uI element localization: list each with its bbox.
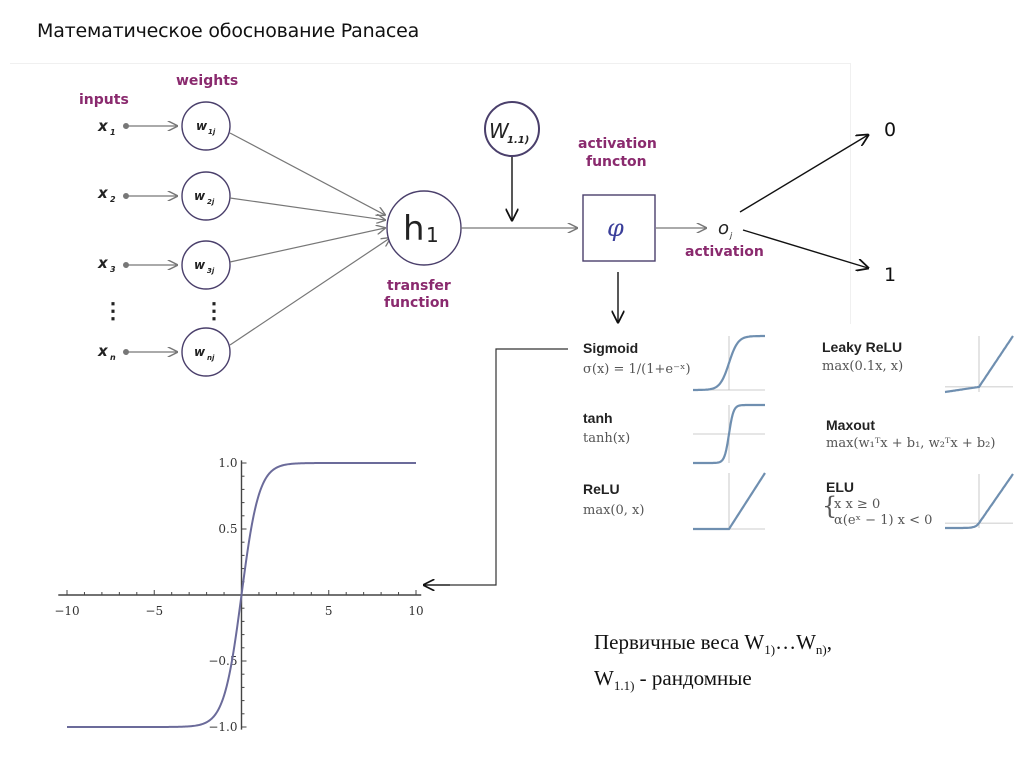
input-sub: 2 [110,195,116,204]
tanh-curve [67,462,416,728]
output-label: o [718,218,729,239]
fn-formula-elu-1: x x ≥ 0 [834,497,880,512]
inputs-label: inputs [79,92,129,108]
bias-sub: 1.1) [507,135,529,146]
input-dot [123,193,129,199]
weight-label: w [194,258,206,272]
input-label: x [97,254,109,272]
hidden-node-sub: 1 [426,223,439,247]
weight-label: w [194,345,206,359]
weight-connections [229,132,390,346]
outcome-1: 1 [884,264,896,286]
phi-symbol: φ [607,214,624,242]
outcome-0: 0 [884,119,896,141]
note-line-2: W1.1) - рандомные [594,666,752,694]
fn-name-tanh: tanh [583,410,613,426]
fn-name-relu: ReLU [583,481,620,497]
input-dot [123,123,129,129]
input-dot [123,349,129,355]
weight-sub: 2j [207,198,215,206]
hidden-node-label: h [403,209,425,249]
fn-formula-sigmoid: σ(x) = 1/(1+e⁻ˣ) [583,362,691,377]
x-tick-label: −10 [54,604,79,618]
input-label: x [97,184,109,202]
input-ellipsis: ⋮ [102,298,124,323]
input-row-n: x n w nj [97,327,231,377]
fn-formula-relu: max(0, x) [583,503,644,518]
bias-label: W [489,119,510,143]
input-row-3: x 3 w 3j [97,240,231,290]
fn-formula-elu-2: α(eˣ − 1) x < 0 [834,513,932,528]
weight-sub: 1j [208,128,216,136]
y-tick-label: −1.0 [208,720,237,734]
mini-plot-curve-sigmoid [693,334,765,392]
input-row-1: x 1 w 1j [97,101,231,151]
weight-sub: nj [207,354,215,362]
weight-node [181,101,231,151]
sigmoid-connector [424,348,568,586]
y-tick-label: −0.5 [208,654,237,668]
weight-node [181,240,231,290]
bias-node [484,101,540,157]
output-activation-label: activation [685,244,764,260]
mini-plots [693,334,1014,531]
fn-name-leaky-relu: Leaky ReLU [822,339,902,355]
weight-sub: 3j [207,267,215,275]
slide-title: Математическое обоснование Panacea [37,20,420,42]
weight-node [181,327,231,377]
transfer-label-2: function [384,295,449,311]
mini-plot-curve-relu [693,472,766,531]
fn-formula-maxout: max(w₁ᵀx + b₁, w₂ᵀx + b₂) [826,436,995,451]
activation-list: Sigmoid σ(x) = 1/(1+e⁻ˣ) tanh tanh(x) Re… [583,339,995,528]
mini-plot-curve-elu [945,473,1014,530]
y-tick-label: 1.0 [218,456,237,470]
x-tick-label: −5 [145,604,163,618]
input-dot [123,262,129,268]
weights-note: Первичные веса W1)…Wn), W1.1) - рандомны… [594,628,832,700]
output-sub: j [729,231,733,240]
fn-name-sigmoid: Sigmoid [583,340,638,356]
mini-plot-curve-leaky [944,335,1014,394]
elu-brace: { [822,492,837,520]
fn-name-maxout: Maxout [826,417,875,433]
input-sub: 3 [110,265,116,274]
output-arrow-1 [742,229,868,268]
activation-box [582,194,656,262]
input-sub: 1 [110,128,116,137]
output-arrow-0 [739,135,868,213]
weight-node [181,171,231,221]
input-label: x [97,342,109,360]
note-line-1: Первичные веса W1)…Wn), [594,630,832,658]
weights-label: weights [176,73,238,89]
x-tick-label: 5 [325,604,333,618]
fn-formula-tanh: tanh(x) [583,431,630,446]
tanh-chart: −10 −5 5 10 1.0 0.5 −0.5 −1.0 [54,456,423,734]
fn-name-elu: ELU [826,479,854,495]
diagram-frame [10,63,851,324]
fn-formula-leaky-relu: max(0.1x, x) [822,359,903,374]
weight-label: w [194,189,206,203]
weight-label: w [196,119,208,133]
activation-function-label-1: activation [578,136,657,152]
weight-ellipsis: ⋮ [203,298,225,323]
x-tick-label: 10 [408,604,423,618]
activation-function-label-2: functon [586,154,647,170]
input-row-2: x 2 w 2j [97,171,231,221]
mini-plot-curve-tanh [693,403,765,465]
transfer-label-1: transfer [387,278,451,294]
input-label: x [97,117,109,135]
input-sub: n [110,353,116,362]
y-tick-label: 0.5 [218,522,237,536]
